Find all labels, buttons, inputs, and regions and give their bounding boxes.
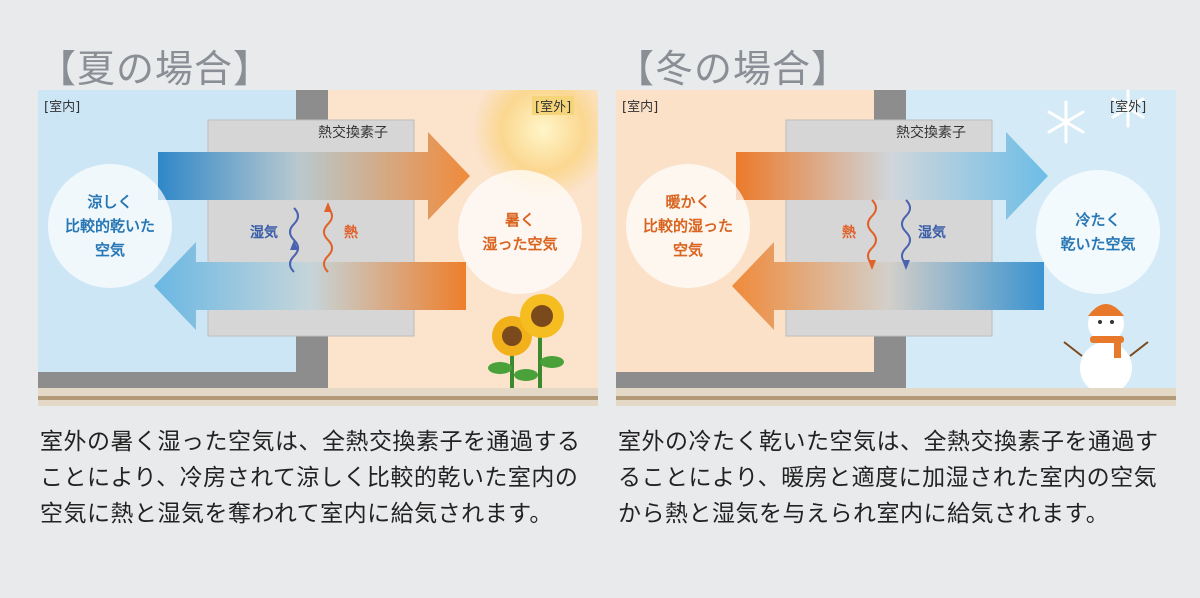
summer-scene: [室内] [室外] 熱交換素子 涼しく 比較的乾いた 空気 暑く 湿った空気 湿… (38, 90, 598, 406)
bottom-airflow-arrow (154, 242, 466, 330)
winter-indoor-tag: [室内] (622, 100, 659, 115)
summer-heat-label: 熱 (344, 225, 358, 241)
heat-wave-icon (867, 199, 877, 265)
snowman-icon (1063, 304, 1149, 394)
winter-outdoor-bubble: 冷たく 乾いた空気 (1036, 170, 1160, 294)
snowflake-icon (1047, 90, 1145, 144)
summer-description: 室外の暑く湿った空気は、全熱交換素子を通過することにより、冷房されて涼しく比較的… (40, 429, 581, 527)
summer-element-label: 熱交換素子 (318, 125, 388, 141)
bottom-airflow-arrow (732, 242, 1044, 330)
summer-indoor-bubble: 涼しく 比較的乾いた 空気 (48, 164, 172, 288)
winter-title: 【冬の場合】 (616, 47, 851, 91)
winter-humidity-label: 湿気 (918, 225, 946, 241)
heat-wave-icon (323, 207, 333, 273)
summer-outdoor-bubble: 暑く 湿った空気 (458, 170, 582, 294)
winter-element-label: 熱交換素子 (896, 125, 966, 141)
summer-outdoor-tag: [室外] (532, 96, 575, 115)
humidity-wave-icon (901, 199, 911, 265)
summer-title: 【夏の場合】 (38, 47, 273, 91)
top-airflow-arrow (736, 132, 1048, 220)
floor (616, 396, 1176, 400)
summer-indoor-tag: [室内] (44, 100, 81, 115)
summer-panel: 【夏の場合】 (38, 0, 598, 598)
sunflower-icon (488, 294, 564, 388)
winter-scene: [室内] [室外] 熱交換素子 暖かく 比較的湿った 空気 冷たく 乾いた空気 … (616, 90, 1176, 406)
floor (38, 396, 598, 400)
winter-indoor-bubble: 暖かく 比較的湿った 空気 (626, 164, 750, 288)
winter-heat-label: 熱 (842, 225, 856, 241)
summer-humidity-label: 湿気 (250, 225, 278, 241)
top-airflow-arrow (158, 132, 470, 220)
winter-panel: 【冬の場合】 (616, 0, 1176, 598)
winter-description: 室外の冷たく乾いた空気は、全熱交換素子を通過することにより、暖房と適度に加湿され… (618, 429, 1159, 527)
winter-outdoor-tag: [室外] (1110, 100, 1147, 115)
